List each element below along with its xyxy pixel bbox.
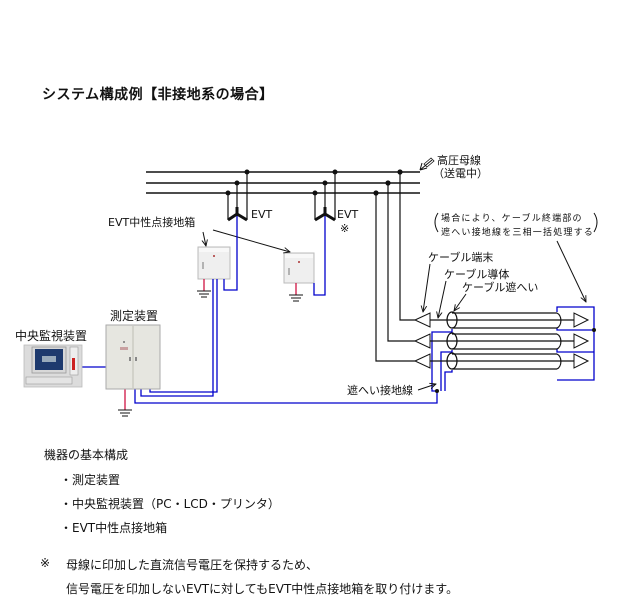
shield-junction-dot (435, 389, 439, 393)
annotation-bracket-left (434, 212, 439, 233)
annotation-bracket-right (593, 212, 598, 233)
evt-2-label: EVT (337, 208, 358, 221)
page-title: システム構成例【非接地系の場合】 (42, 87, 274, 103)
ground-symbols (118, 279, 303, 417)
neutral-grounding-box-2 (283, 252, 315, 284)
busbar-arrow (419, 157, 435, 171)
cable-conductor-label: ケーブル導体 (444, 267, 509, 281)
neutral-box-label: EVT中性点接地箱 (108, 215, 195, 229)
component-item: ・EVT中性点接地箱 (60, 521, 168, 535)
components-heading: 機器の基本構成 (44, 448, 129, 462)
annotation-line-1: 場合により、ケーブル終端部の (441, 212, 583, 224)
cable-terminals (413, 312, 590, 369)
shield-ground-label: 遮へい接地線 (347, 383, 413, 397)
neutral-box-arrow-1 (203, 231, 206, 246)
cable-conductor-arrow (438, 280, 447, 318)
annotation-arrow (556, 240, 586, 302)
note-mark: ※ (40, 556, 51, 570)
component-item: ・測定装置 (60, 473, 121, 487)
busbar-lines (146, 171, 420, 194)
evt-1 (225, 169, 250, 222)
note-line-1: 母線に印加した直流信号電圧を保持するため、 (66, 558, 319, 572)
cable-terminal-arrow (423, 263, 431, 312)
cable-feeders (373, 169, 415, 362)
component-item: ・中央監視装置（PC・LCD・プリンタ） (60, 497, 280, 511)
evt-1-label: EVT (251, 208, 272, 221)
cable-shield-label: ケーブル遮へい (462, 280, 538, 294)
evt-2-note-mark: ※ (340, 222, 349, 235)
busbar-label: 高圧母線 (437, 153, 481, 167)
cable-shield-arrow (454, 293, 467, 311)
evt-2 (312, 169, 338, 222)
central-monitor-pc (23, 344, 83, 388)
neutral-box-arrow-2 (212, 229, 290, 252)
measuring-unit-label: 測定装置 (110, 308, 158, 323)
shield-bundle-dot (592, 328, 596, 332)
cable-runs (430, 311, 574, 370)
shield-ground-arrow (417, 384, 436, 391)
cable-terminal-label: ケーブル端末 (428, 250, 493, 264)
central-monitor-label: 中央監視装置 (15, 328, 87, 343)
annotation-line-2: 遮へい接地線を三相一括処理する (441, 226, 594, 238)
busbar-status-label: （送電中） (433, 166, 488, 180)
neutral-grounding-box-1 (197, 246, 231, 280)
measuring-unit (105, 324, 161, 390)
note-line-2: 信号電圧を印加しないEVTに対してもEVT中性点接地箱を取り付けます。 (66, 582, 459, 596)
